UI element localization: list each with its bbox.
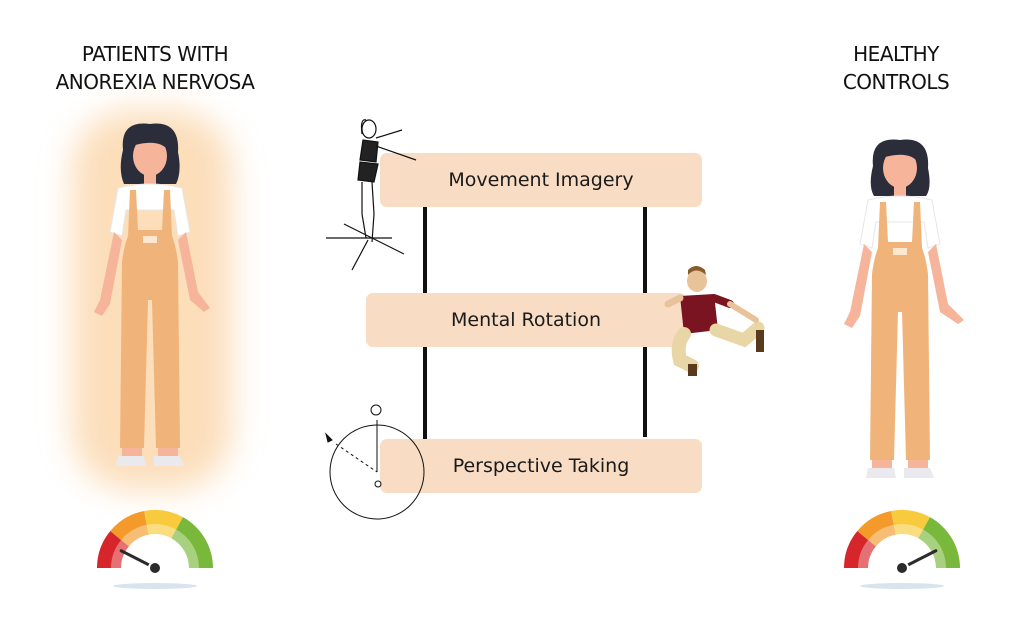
gauge-yellow-segment <box>891 510 930 539</box>
gauge-green-segment <box>918 517 960 568</box>
gauge-orange-segment-inner <box>868 524 896 547</box>
mental-rotation-figure <box>664 266 765 376</box>
gauge-yellow-segment-inner <box>146 524 177 539</box>
gauge-orange-segment-inner <box>121 524 149 547</box>
task-movement-imagery: Movement Imagery <box>380 153 702 207</box>
gauge-red-segment <box>844 531 876 568</box>
gauge-green-segment-inner <box>171 529 199 568</box>
rail-right-upper <box>643 207 647 293</box>
perspective-taking-diagram <box>325 404 425 520</box>
gauge-green-segment-inner <box>918 529 946 568</box>
rail-left-upper <box>423 207 427 293</box>
controls-performance-gauge <box>844 510 960 589</box>
patients-performance-gauge <box>97 510 213 589</box>
rail-right-lower <box>643 347 647 437</box>
gauge-red-segment <box>97 531 129 568</box>
gauge-shadow <box>113 583 197 589</box>
controls-title: HEALTHY CONTROLS <box>842 42 950 94</box>
gauge-red-segment-inner <box>858 539 876 568</box>
control-woman-figure <box>844 139 964 478</box>
gauge-yellow-segment <box>144 510 183 539</box>
patient-woman-figure <box>94 123 210 466</box>
gauge-orange-segment <box>110 511 149 547</box>
task-mental-rotation: Mental Rotation <box>366 293 686 347</box>
gauge-hub <box>148 561 162 575</box>
gauge-red-segment-inner <box>111 539 129 568</box>
gauge-green-segment <box>171 517 213 568</box>
patients-title: PATIENTS WITH ANOREXIA NERVOSA <box>55 42 255 94</box>
rail-left-lower <box>423 347 427 439</box>
gauge-yellow-segment-inner <box>893 524 924 539</box>
movement-imagery-sketch <box>326 119 417 271</box>
gauge-shadow <box>860 583 944 589</box>
task-perspective-taking: Perspective Taking <box>380 439 702 493</box>
gauge-orange-segment <box>857 511 896 547</box>
gauge-hub <box>895 561 909 575</box>
